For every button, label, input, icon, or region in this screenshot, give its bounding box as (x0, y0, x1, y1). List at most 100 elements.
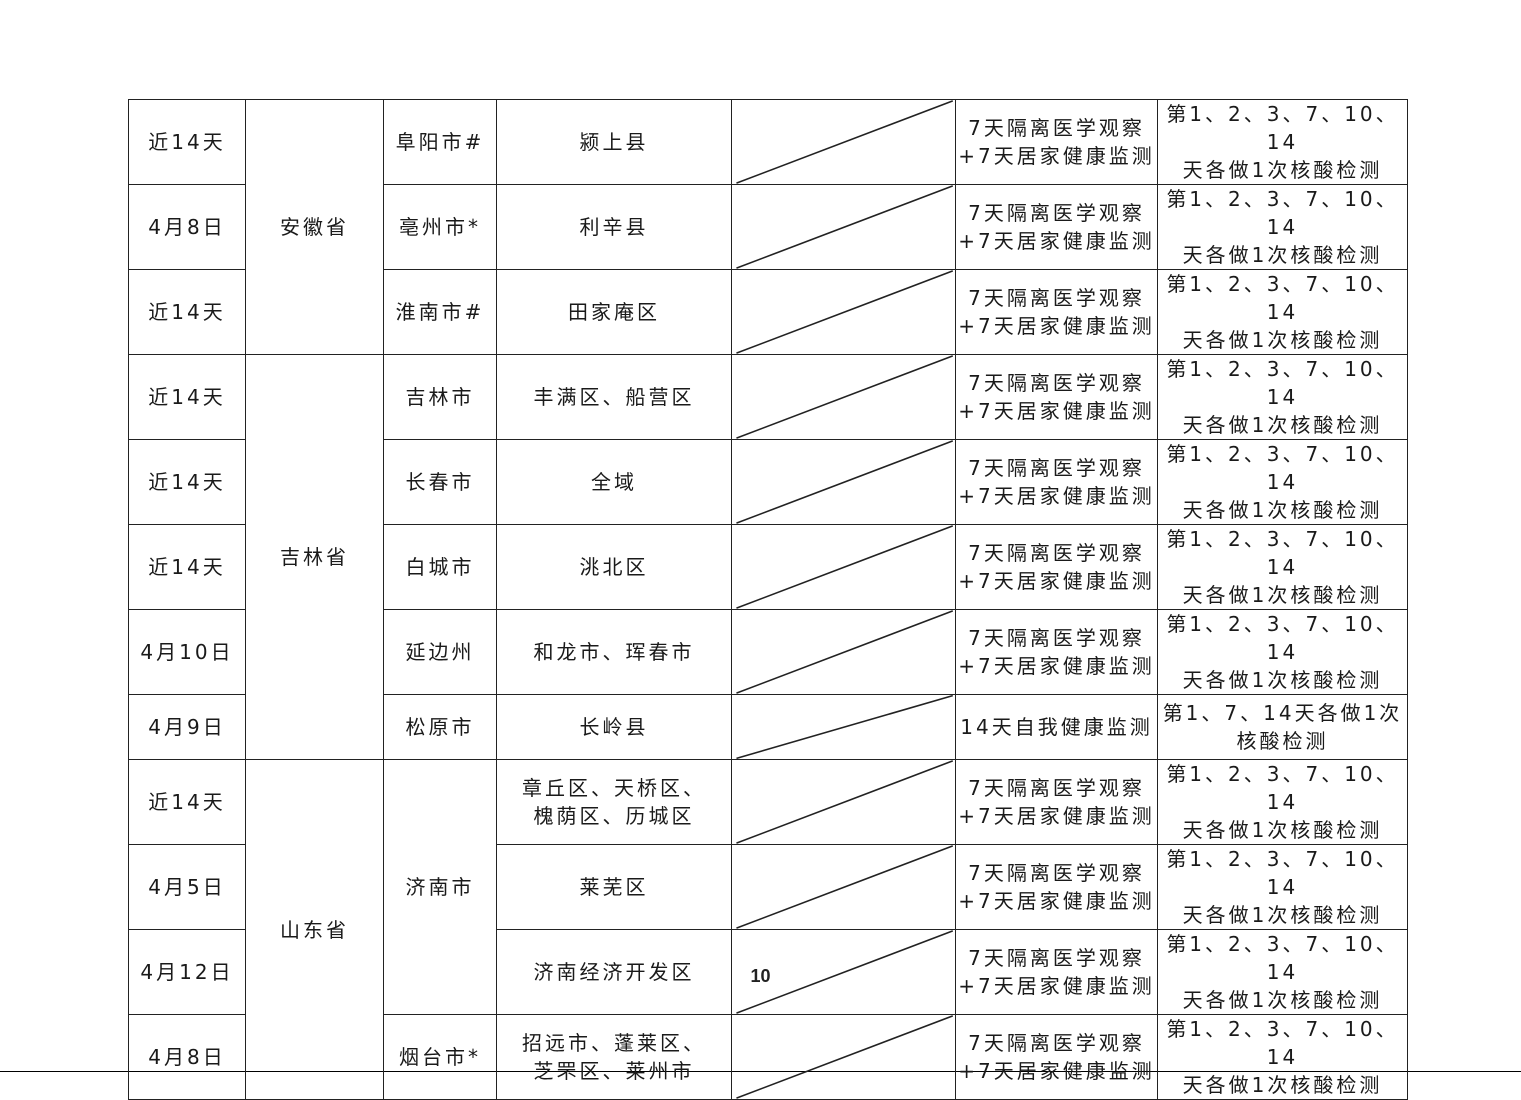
date-cell: 近14天 (128, 524, 246, 610)
empty-slash-cell (731, 184, 956, 270)
diagonal-slash (732, 845, 955, 929)
cell-line: 7天隔离医学观察 (968, 201, 1145, 225)
cell-line: 天各做1次核酸检测 (1182, 498, 1383, 522)
cell-line: 第1、2、3、7、10、14 (1166, 187, 1399, 239)
cell-line: 天各做1次核酸检测 (1182, 1073, 1383, 1097)
page-number: 10 (750, 966, 771, 986)
cell-line: 核酸检测 (1236, 729, 1329, 753)
cell-line: 7天隔离医学观察 (968, 371, 1145, 395)
cell-line: 7天隔离医学观察 (968, 286, 1145, 310)
area-cell: 颍上县 (496, 99, 732, 185)
cell-line: 章丘区、天桥区、 (522, 776, 706, 800)
cell-line: 天各做1次核酸检测 (1182, 328, 1383, 352)
empty-slash-cell (731, 759, 956, 845)
cell-line: 7天隔离医学观察 (968, 776, 1145, 800)
measure-cell: 7天隔离医学观察+7天居家健康监测 (955, 844, 1158, 930)
date-cell: 近14天 (128, 99, 246, 185)
cell-line: 7天隔离医学观察 (968, 116, 1145, 140)
date-cell: 4月9日 (128, 694, 246, 760)
cell-line: +7天居家健康监测 (958, 229, 1155, 253)
area-cell: 田家庵区 (496, 269, 732, 355)
empty-slash-cell (731, 99, 956, 185)
cell-line: +7天居家健康监测 (958, 974, 1155, 998)
cell-line: +7天居家健康监测 (958, 144, 1155, 168)
area-cell: 和龙市、珲春市 (496, 609, 732, 695)
cell-line: 天各做1次核酸检测 (1182, 583, 1383, 607)
diagonal-slash (732, 270, 955, 354)
date-cell: 近14天 (128, 759, 246, 845)
province-cell: 山东省 (245, 759, 384, 1100)
empty-slash-cell (731, 1014, 956, 1100)
cell-line: +7天居家健康监测 (958, 1059, 1155, 1083)
city-cell: 延边州 (383, 609, 497, 695)
date-cell: 4月12日 (128, 929, 246, 1015)
measure-cell: 7天隔离医学观察 +7天居家健康监测 (955, 184, 1158, 270)
diagonal-slash (732, 100, 955, 184)
diagonal-slash (732, 185, 955, 269)
city-cell: 吉林市 (383, 354, 497, 440)
measure-cell: 7天隔离医学观察+7天居家健康监测 (955, 609, 1158, 695)
cell-line: 天各做1次核酸检测 (1182, 903, 1383, 927)
cell-line: 第1、2、3、7、10、14 (1166, 1017, 1399, 1069)
cell-line: 7天隔离医学观察 (968, 456, 1145, 480)
province-cell: 安徽省 (245, 99, 384, 355)
area-cell: 莱芜区 (496, 844, 732, 930)
cell-line: 7天隔离医学观察 (968, 541, 1145, 565)
cell-line: 天各做1次核酸检测 (1182, 818, 1383, 842)
cell-line: 天各做1次核酸检测 (1182, 413, 1383, 437)
date-cell: 近14天 (128, 439, 246, 525)
cell-line: 第1、2、3、7、10、14 (1166, 102, 1399, 154)
measure-cell: 7天隔离医学观察 +7天居家健康监测 (955, 439, 1158, 525)
diagonal-slash (732, 930, 955, 1014)
test-cell: 第1、2、3、7、10、14 天各做1次核酸检测 (1157, 269, 1408, 355)
measure-cell: 7天隔离医学观察 +7天居家健康监测 (955, 99, 1158, 185)
city-cell: 亳州市* (383, 184, 497, 270)
city-cell: 阜阳市# (383, 99, 497, 185)
diagonal-slash (732, 695, 955, 759)
measure-cell: 7天隔离医学观察+7天居家健康监测 (955, 929, 1158, 1015)
cell-line: 芝罘区、莱州市 (533, 1059, 695, 1083)
diagonal-slash (732, 760, 955, 844)
city-cell: 松原市 (383, 694, 497, 760)
city-cell: 淮南市# (383, 269, 497, 355)
empty-slash-cell (731, 524, 956, 610)
province-cell: 吉林省 (245, 354, 384, 760)
cell-line: 7天隔离医学观察 (968, 1031, 1145, 1055)
empty-slash-cell (731, 439, 956, 525)
empty-slash-cell (731, 694, 956, 760)
cell-line: 第1、2、3、7、10、14 (1166, 932, 1399, 984)
cell-line: 招远市、蓬莱区、 (522, 1031, 706, 1055)
cell-line: 天各做1次核酸检测 (1182, 988, 1383, 1012)
diagonal-slash (732, 440, 955, 524)
date-cell: 近14天 (128, 269, 246, 355)
cell-line: +7天居家健康监测 (958, 654, 1155, 678)
cell-line: 第1、2、3、7、10、14 (1166, 272, 1399, 324)
test-cell: 第1、2、3、7、10、14 天各做1次核酸检测 (1157, 439, 1408, 525)
date-cell: 近14天 (128, 354, 246, 440)
cell-line: +7天居家健康监测 (958, 804, 1155, 828)
empty-slash-cell (731, 354, 956, 440)
cell-line: 7天隔离医学观察 (968, 861, 1145, 885)
area-cell: 全域 (496, 439, 732, 525)
cell-line: 第1、2、3、7、10、14 (1166, 442, 1399, 494)
measure-cell: 7天隔离医学观察 +7天居家健康监测 (955, 759, 1158, 845)
city-cell: 济南市 (383, 759, 497, 1015)
measure-cell: 7天隔离医学观察 +7天居家健康监测 (955, 1014, 1158, 1100)
cell-line: +7天居家健康监测 (958, 484, 1155, 508)
diagonal-slash (732, 525, 955, 609)
cell-line: +7天居家健康监测 (958, 399, 1155, 423)
diagonal-slash (732, 355, 955, 439)
